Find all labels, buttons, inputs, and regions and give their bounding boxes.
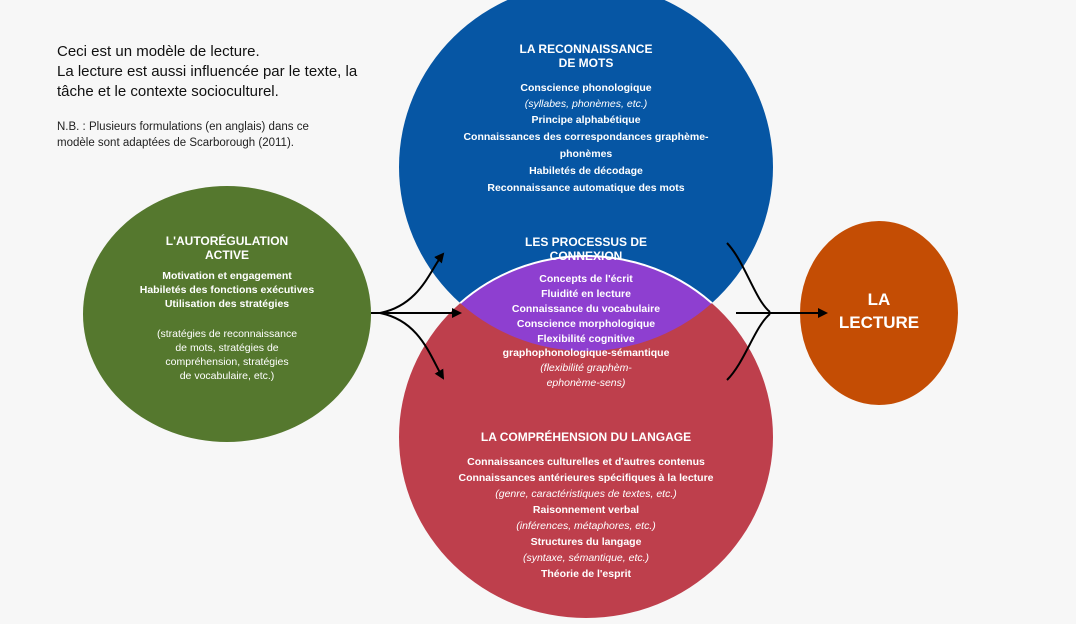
intro-line-1: Ceci est un modèle de lecture. bbox=[57, 43, 260, 60]
comprehension-item-note: (genre, caractéristiques de textes, etc.… bbox=[495, 488, 677, 500]
reconnaissance-item: Conscience phonologique bbox=[520, 82, 652, 94]
autoregulation-note: de mots, stratégies de bbox=[175, 342, 279, 354]
comprehension-title: LA COMPRÉHENSION DU LANGAGE bbox=[480, 430, 692, 444]
arrow-to-reconnaissance bbox=[379, 252, 445, 314]
autoregulation-note: compréhension, stratégies bbox=[165, 356, 289, 368]
connexion-title-2: CONNEXION bbox=[549, 249, 623, 263]
autoregulation-item: Habiletés des fonctions exécutives bbox=[139, 284, 315, 296]
connexion-note: (flexibilité graphèm- bbox=[540, 362, 632, 374]
lecture-line-2: LECTURE bbox=[838, 313, 920, 332]
connexion-item: Connaissance du vocabulaire bbox=[511, 303, 661, 315]
reconnaissance-item: Principe alphabétique bbox=[531, 114, 641, 126]
comprehension-item: Structures du langage bbox=[530, 536, 642, 548]
connexion-item: Flexibilité cognitive bbox=[537, 333, 635, 345]
connexion-item: Fluidité en lecture bbox=[541, 288, 631, 300]
intro-line-2: La lecture est aussi influencée par le t… bbox=[57, 63, 358, 80]
reconnaissance-circle bbox=[399, 0, 773, 351]
connexion-note: ephonème-sens) bbox=[546, 377, 626, 389]
comprehension-circle bbox=[399, 256, 773, 618]
autoregulation-item: Utilisation des stratégies bbox=[164, 298, 290, 310]
note-line-1: N.B. : Plusieurs formulations (en anglai… bbox=[57, 121, 309, 133]
reconnaissance-item-note: (syllabes, phonèmes, etc.) bbox=[524, 98, 648, 110]
comprehension-text: LA COMPRÉHENSION DU LANGAGE Connaissance… bbox=[416, 430, 756, 583]
connexion-item: graphophonologique-sémantique bbox=[502, 347, 670, 359]
autoregulation-title-2: ACTIVE bbox=[204, 248, 249, 262]
comprehension-item-note: (syntaxe, sémantique, etc.) bbox=[522, 552, 650, 564]
lecture-circle bbox=[800, 221, 958, 405]
autoregulation-item: Motivation et engagement bbox=[162, 270, 292, 282]
reconnaissance-item: phonèmes bbox=[559, 148, 613, 160]
right-arrows bbox=[726, 242, 828, 381]
lecture-label: LA LECTURE bbox=[808, 288, 950, 334]
intro-text: Ceci est un modèle de lecture. La lectur… bbox=[57, 42, 387, 102]
autoregulation-circle bbox=[83, 186, 371, 442]
arrow-from-reconnaissance bbox=[726, 242, 771, 313]
reconnaissance-text: LA RECONNAISSANCE DE MOTS Conscience pho… bbox=[426, 42, 746, 197]
comprehension-item: Raisonnement verbal bbox=[532, 504, 640, 516]
reconnaissance-title-1: LA RECONNAISSANCE bbox=[519, 42, 653, 56]
left-arrows bbox=[371, 252, 462, 380]
connexion-text: LES PROCESSUS DE CONNEXION Concepts de l… bbox=[456, 235, 716, 391]
autoregulation-title-1: L'AUTORÉGULATION bbox=[165, 234, 289, 248]
comprehension-item-note: (inférences, métaphores, etc.) bbox=[516, 520, 656, 532]
autoregulation-note: (stratégies de reconnaissance bbox=[156, 328, 298, 340]
reconnaissance-item: Reconnaissance automatique des mots bbox=[487, 182, 685, 194]
lecture-line-1: LA bbox=[867, 290, 891, 309]
arrow-from-comprehension bbox=[726, 313, 771, 381]
arrow-to-comprehension bbox=[379, 312, 445, 380]
comprehension-item: Théorie de l'esprit bbox=[540, 568, 632, 580]
intro-line-3: tâche et le contexte socioculturel. bbox=[57, 83, 279, 100]
autoregulation-note: de vocabulaire, etc.) bbox=[179, 370, 275, 382]
note-text: N.B. : Plusieurs formulations (en anglai… bbox=[57, 119, 377, 151]
comprehension-item: Connaissances culturelles et d'autres co… bbox=[467, 456, 705, 468]
connexion-title-1: LES PROCESSUS DE bbox=[524, 235, 648, 249]
autoregulation-text: L'AUTORÉGULATION ACTIVE Motivation et en… bbox=[97, 234, 357, 383]
comprehension-item: Connaissances antérieures spécifiques à … bbox=[458, 472, 714, 484]
reconnaissance-item: Habiletés de décodage bbox=[529, 165, 643, 177]
reconnaissance-item: Connaissances des correspondances graphè… bbox=[463, 131, 709, 143]
reconnaissance-title-2: DE MOTS bbox=[558, 56, 614, 70]
connexion-item: Concepts de l'écrit bbox=[539, 273, 633, 285]
note-line-2: modèle sont adaptées de Scarborough (201… bbox=[57, 137, 294, 149]
connexion-item: Conscience morphologique bbox=[516, 318, 656, 330]
